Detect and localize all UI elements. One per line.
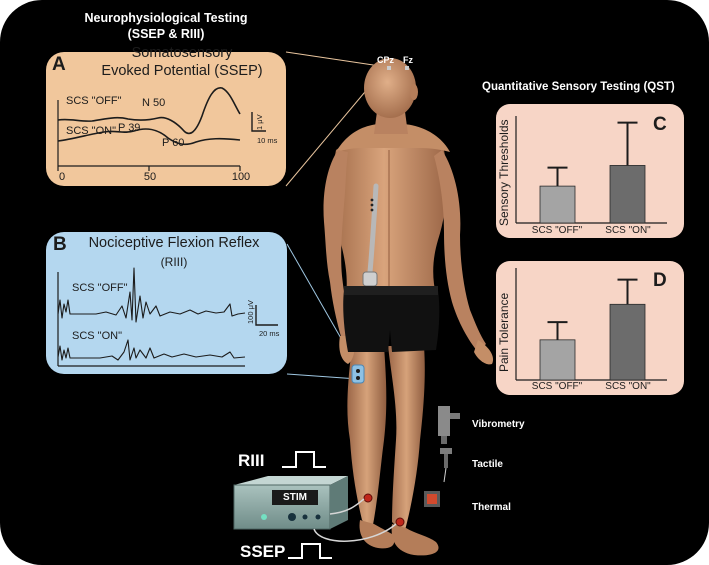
ssep-scale-amp: 1 μV (255, 114, 264, 130)
panel-b-title-line2: (RIII) (160, 255, 188, 269)
ssep-label-off: SCS "OFF" (66, 95, 122, 107)
thermal-label: Thermal (472, 502, 511, 513)
ssep-peak-p60: P 60 (162, 137, 185, 149)
electrode-fz-label: Fz (403, 55, 413, 65)
thigh-electrode-dot (356, 376, 360, 380)
electrode-cpz-label: CPz (377, 55, 395, 65)
neuro-title-line1: Neurophysiological Testing (84, 11, 248, 25)
ssep-label-on: SCS "ON" (66, 125, 116, 137)
panel-a-title-line1: Somatosensory (131, 45, 233, 61)
vibrometry-icon (438, 406, 460, 444)
ssep-pulse-icon (288, 543, 332, 559)
stim-device-label: STIM (283, 492, 307, 503)
panel-a-letter: A (52, 54, 66, 75)
head (364, 58, 416, 118)
riii-scale-time: 20 ms (259, 329, 280, 338)
shorts (343, 290, 440, 352)
ssep-trace-off (57, 87, 241, 135)
electrode-fz-marker (405, 66, 409, 70)
cable-ssep (313, 523, 397, 542)
right-arm (434, 150, 486, 352)
ssep-x-tick: 100 (231, 171, 251, 183)
device-top (234, 476, 348, 485)
neuro-title-line2: (SSEP & RIII) (127, 27, 205, 41)
panel-b-letter: B (53, 234, 67, 255)
cable-riii (329, 498, 365, 515)
left-foot (359, 520, 395, 549)
panel-c-xlabel-on: SCS "ON" (605, 225, 651, 236)
ear (410, 84, 418, 100)
ssep-scale-bar (251, 112, 266, 132)
riii-scale-amp: 100 μV (246, 300, 255, 324)
right-hand (474, 340, 494, 365)
ssep-x-tick: 0 (58, 171, 66, 183)
ssep-trace-on (57, 128, 241, 146)
scs-contact (370, 198, 374, 202)
panel-a-title-line2: Evoked Potential (SSEP) (101, 63, 263, 79)
panel-c-xlabel-off: SCS "OFF" (531, 225, 583, 236)
device-side (330, 476, 348, 529)
panel-d-letter: D (653, 270, 667, 291)
connector-a-top (285, 51, 381, 67)
bar-d-on (609, 303, 646, 381)
left-leg (347, 346, 387, 530)
riii-scale-bar (255, 305, 278, 326)
ankle-electrode-upper (363, 493, 373, 503)
riii-stim-label: RIII (238, 451, 265, 470)
thigh-electrode (351, 364, 365, 384)
bar-c-on (609, 165, 646, 224)
scs-lead (367, 183, 379, 275)
panel-b-title-line1: Nociceptive Flexion Reflex (88, 235, 260, 251)
device-label-plate (272, 490, 318, 505)
thermal-icon (424, 491, 440, 507)
tactile-label: Tactile (472, 459, 503, 470)
ankle-electrode-lower (395, 517, 405, 527)
ssep-peak-n50: N 50 (142, 97, 166, 109)
device-knob (315, 514, 321, 520)
scs-contact (370, 203, 374, 207)
scs-generator (362, 271, 378, 287)
device-knob (261, 514, 267, 520)
panel-d-xlabel-off: SCS "OFF" (531, 381, 583, 392)
bar-group-c (539, 121, 646, 224)
right-foot (391, 524, 439, 556)
tactile-icon (440, 448, 452, 483)
bar-d-off (539, 339, 576, 381)
stim-device (233, 476, 397, 542)
panel-c-letter: C (653, 114, 667, 135)
vibrometry-label: Vibrometry (472, 419, 525, 430)
bar-group-d (539, 278, 646, 381)
panel-c-ylabel: Sensory Thresholds (497, 119, 511, 227)
left-arm (323, 150, 352, 340)
ssep-x-tick: 50 (143, 171, 157, 183)
riii-label-on: SCS "ON" (72, 330, 122, 342)
connector-b-bottom (286, 373, 359, 380)
panel-c (496, 104, 684, 238)
electrode-cpz-marker (387, 66, 391, 70)
riii-pulse-icon (282, 451, 326, 468)
riii-trace-off (57, 267, 246, 323)
bar-c-off (539, 185, 576, 224)
panel-a (46, 52, 286, 186)
thigh-electrode-dot (356, 369, 360, 373)
scs-contact (370, 208, 374, 212)
ssep-stim-label: SSEP (240, 542, 286, 561)
riii-label-off: SCS "OFF" (72, 282, 128, 294)
riii-trace-on (57, 339, 246, 361)
panel-b (46, 232, 287, 374)
right-leg (388, 346, 425, 534)
device-knob (288, 513, 296, 521)
device-knob (302, 514, 308, 520)
qst-title: Quantitative Sensory Testing (QST) (482, 81, 675, 93)
human-figure (323, 58, 494, 556)
panel-d (496, 261, 684, 395)
panel-d-ylabel: Pain Tolerance (497, 292, 511, 372)
ssep-peak-p39: P 39 (118, 122, 141, 134)
panel-d-xlabel-on: SCS "ON" (605, 381, 651, 392)
shoulders (336, 123, 450, 152)
shorts-waistband (344, 286, 438, 295)
ssep-scale-time: 10 ms (257, 136, 278, 145)
